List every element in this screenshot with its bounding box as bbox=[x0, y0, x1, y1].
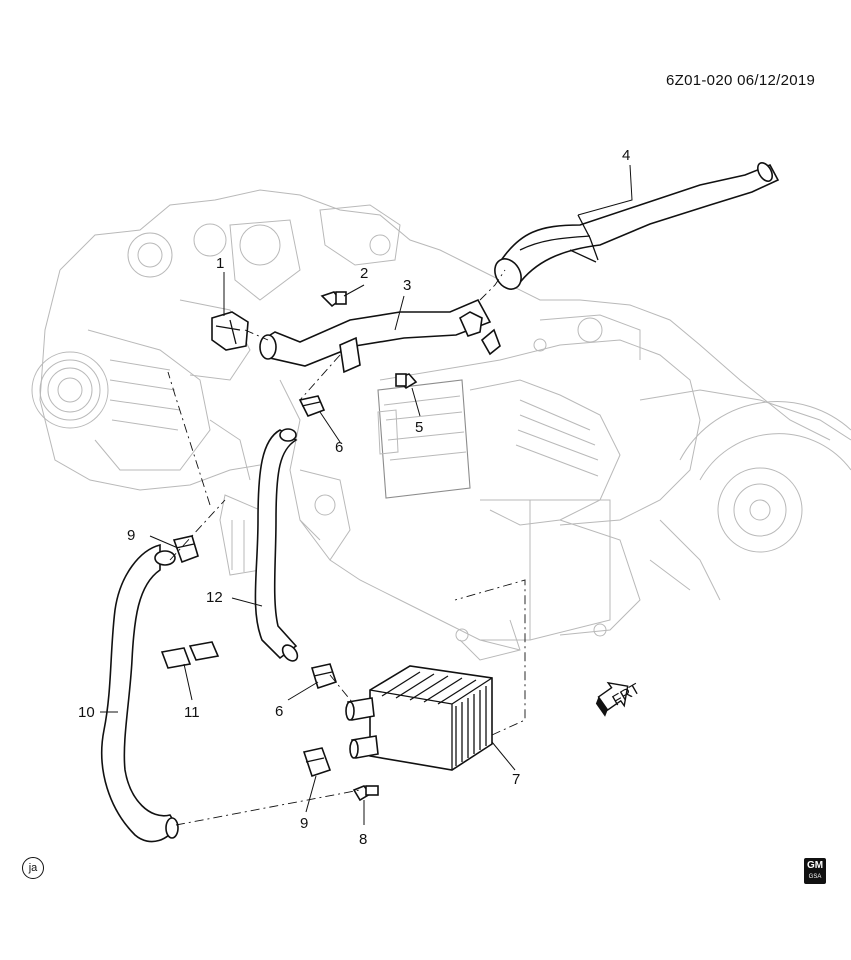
engine-background bbox=[31, 189, 851, 661]
leaders bbox=[100, 164, 633, 825]
part-9-clamp-lower bbox=[302, 747, 332, 778]
part-6-clamp-upper bbox=[298, 395, 326, 418]
gm-logo: GM GSA bbox=[804, 858, 826, 884]
gm-logo-text: GM bbox=[806, 860, 824, 871]
callout-9-lower: 9 bbox=[300, 815, 308, 832]
callout-5: 5 bbox=[415, 419, 423, 436]
part-6-clamp-lower bbox=[310, 663, 338, 690]
diagram-code: 6Z01-020 06/12/2019 bbox=[666, 72, 816, 89]
callout-12: 12 bbox=[206, 589, 223, 606]
part-7-cooler bbox=[345, 665, 493, 771]
callout-9-upper: 9 bbox=[127, 527, 135, 544]
part-2-bolt bbox=[320, 291, 347, 308]
callout-numbers: 1 2 3 4 5 6 6 7 8 9 9 10 11 12 bbox=[78, 147, 630, 848]
callout-4: 4 bbox=[622, 147, 630, 164]
part-4-upper-hose bbox=[494, 162, 780, 290]
callout-3: 3 bbox=[403, 277, 411, 294]
part-10-hose bbox=[100, 543, 179, 843]
callout-6-lower: 6 bbox=[275, 703, 283, 720]
part-11-clip bbox=[160, 641, 220, 669]
gm-logo-sub: GSA bbox=[808, 874, 822, 880]
callout-1: 1 bbox=[216, 255, 224, 272]
ja-badge: ja bbox=[22, 857, 44, 879]
part-8-bolt bbox=[352, 785, 379, 802]
callout-7: 7 bbox=[512, 771, 520, 788]
part-5-bolt bbox=[395, 373, 418, 390]
part-3-pipe bbox=[259, 298, 501, 374]
part-1-clamp bbox=[211, 311, 249, 351]
centerlines bbox=[167, 269, 526, 826]
part-12-hose bbox=[254, 428, 299, 662]
callout-8: 8 bbox=[359, 831, 367, 848]
callout-10: 10 bbox=[78, 704, 95, 721]
callout-11: 11 bbox=[184, 704, 200, 721]
callout-2: 2 bbox=[360, 265, 368, 282]
part-9-clamp-upper bbox=[172, 535, 199, 564]
callout-6-upper: 6 bbox=[335, 439, 343, 456]
front-direction-arrow bbox=[595, 681, 629, 717]
